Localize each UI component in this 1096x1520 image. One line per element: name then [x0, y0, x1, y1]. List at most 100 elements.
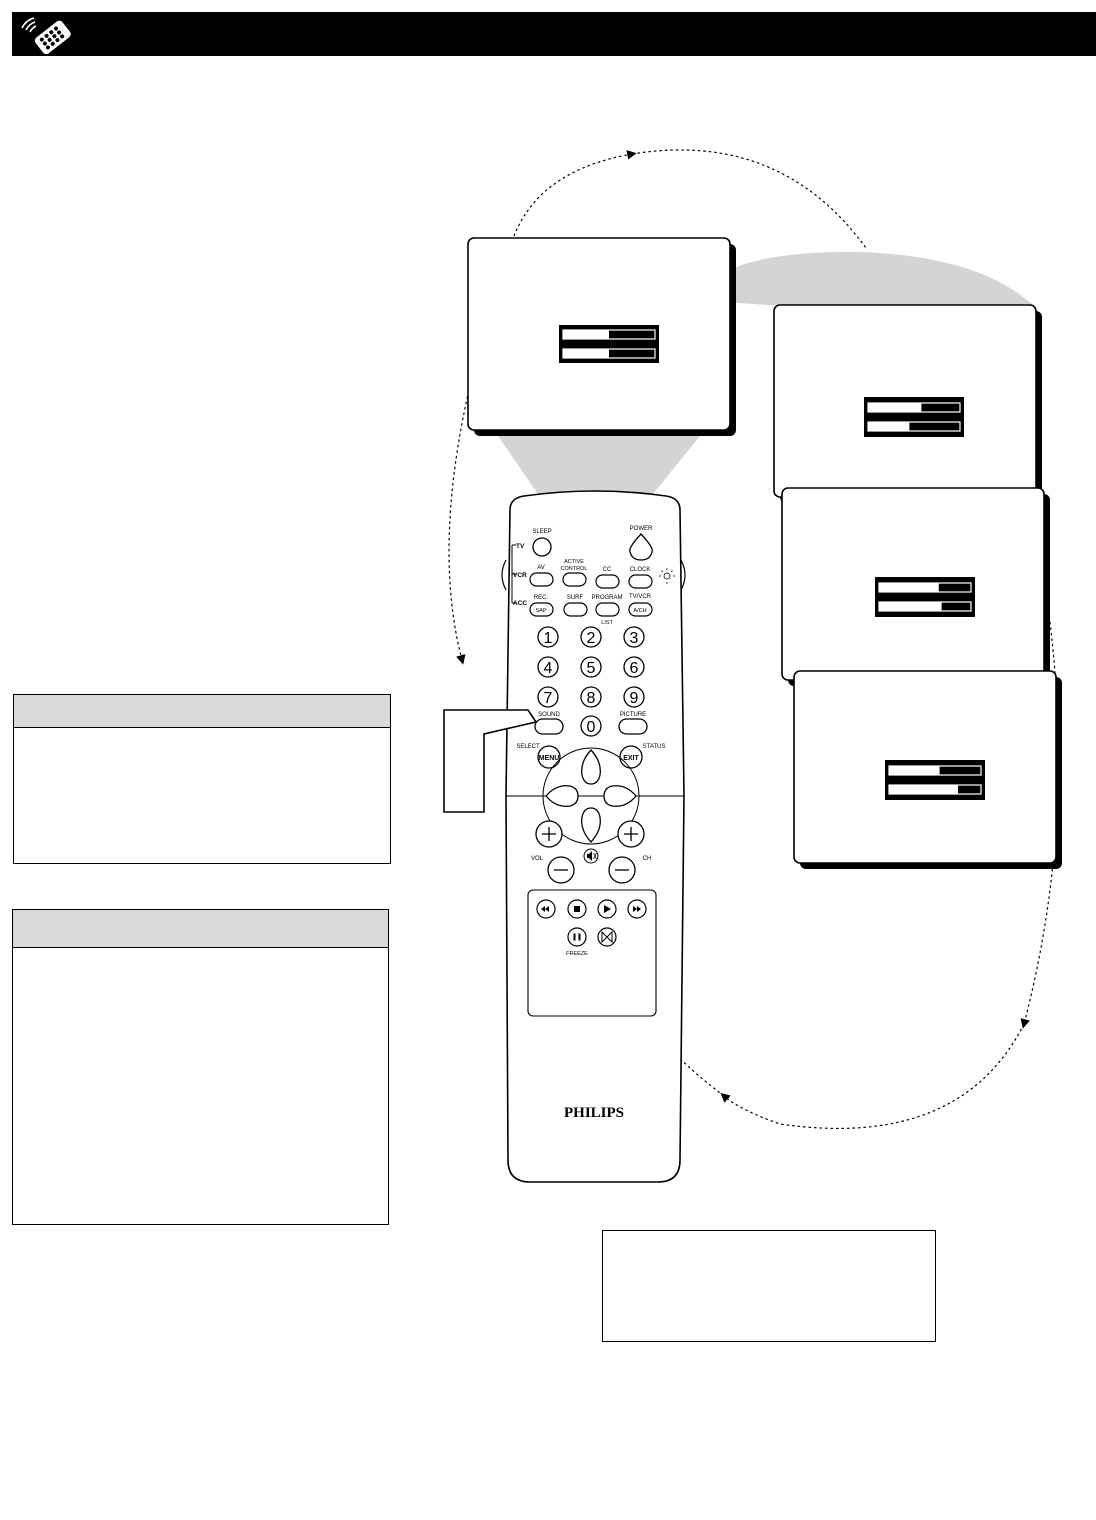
cycle-arrow-bottom [720, 1023, 1025, 1130]
surf-button[interactable] [563, 602, 588, 617]
active-control-label-2: CONTROL [561, 566, 588, 572]
fast-forward-icon [633, 906, 641, 912]
nav-ring [542, 747, 640, 845]
osd-screen-3 [781, 487, 1050, 686]
osd-bar-2-fill [879, 602, 942, 611]
digit-1-button[interactable] [537, 626, 559, 648]
osd-bar-2-fill [868, 422, 910, 431]
osd-bar-1-fill [563, 330, 609, 339]
pause-freeze-button[interactable] [567, 927, 587, 947]
digit-7-label: 7 [544, 690, 553, 707]
info-box-2-header [13, 910, 388, 948]
digit-8-button[interactable] [580, 686, 602, 708]
rewind-button[interactable] [536, 899, 556, 919]
picture-button[interactable] [618, 718, 648, 735]
digit-0-label: 0 [587, 719, 596, 736]
brand-logo: PHILIPS [564, 1105, 624, 1121]
projection-beam [498, 436, 700, 500]
clock-button[interactable] [628, 574, 653, 589]
sound-label: SOUND [538, 712, 560, 718]
av-label: AV [537, 565, 545, 571]
picture-label: PICTURE [620, 712, 646, 718]
power-label: POWER [630, 526, 653, 532]
digit-2-label: 2 [587, 630, 596, 647]
remote-control: TV VCR ACC SLEEP POWER AV ACTIVE CONTROL… [501, 490, 686, 1183]
active-control-button[interactable] [562, 572, 587, 587]
digit-6-label: 6 [630, 660, 639, 677]
select-label: SELECT [516, 744, 540, 750]
mute-icon[interactable] [583, 848, 599, 864]
status-label: STATUS [643, 744, 666, 750]
cc-label: CC [603, 567, 612, 573]
av-button[interactable] [529, 572, 554, 587]
digit-2-button[interactable] [580, 626, 602, 648]
digit-0-button[interactable] [580, 715, 602, 737]
sap-label: SAP [535, 608, 546, 614]
sound-button[interactable] [534, 718, 564, 735]
digit-1-label: 1 [544, 630, 553, 647]
menu-button[interactable] [537, 745, 561, 769]
osd-screen-2 [773, 304, 1042, 503]
program-label: PROGRAM [591, 595, 622, 601]
clock-label: CLOCK [630, 567, 651, 573]
sap-button[interactable] [529, 602, 554, 617]
digit-8-label: 8 [587, 690, 596, 707]
mode-label-vcr: VCR [513, 572, 527, 579]
digit-3-label: 3 [630, 630, 639, 647]
cursor-right-button[interactable] [603, 785, 637, 807]
cursor-up-button[interactable] [581, 749, 601, 785]
digit-4-button[interactable] [537, 656, 559, 678]
digit-9-label: 9 [630, 690, 639, 707]
light-icon [659, 568, 675, 584]
menu-label: MENU [539, 755, 560, 762]
info-box-1-header [14, 695, 390, 728]
active-control-label-1: ACTIVE [564, 559, 584, 565]
sleep-label: SLEEP [532, 529, 551, 535]
digit-7-button[interactable] [537, 686, 559, 708]
digit-6-button[interactable] [623, 656, 645, 678]
osd-bar-2-fill [889, 785, 958, 794]
fast-forward-button[interactable] [627, 899, 647, 919]
digit-5-label: 5 [587, 660, 596, 677]
note-box [602, 1230, 936, 1342]
stop-button[interactable] [567, 899, 587, 919]
number-pad: 1 2 3 4 5 6 7 8 9 0 [537, 626, 645, 737]
program-list-button[interactable] [595, 602, 620, 617]
osd-screen-1 [467, 237, 736, 436]
record-icon [601, 930, 613, 944]
cursor-down-button[interactable] [581, 807, 601, 843]
sleep-button[interactable] [532, 537, 552, 557]
info-box-1 [13, 694, 391, 864]
digit-3-button[interactable] [623, 626, 645, 648]
record-button[interactable] [597, 927, 617, 947]
power-button[interactable] [629, 533, 653, 561]
cycle-arrow-top [513, 150, 637, 237]
list-label: LIST [601, 620, 613, 626]
cc-button[interactable] [595, 574, 620, 589]
digit-5-button[interactable] [580, 656, 602, 678]
mode-label-acc: ACC [513, 600, 527, 607]
rewind-icon [541, 906, 549, 912]
rec-label: REC. [534, 595, 549, 601]
digit-9-button[interactable] [623, 686, 645, 708]
vcr-panel [527, 889, 657, 1017]
surf-label: SURF [567, 595, 584, 601]
exit-label: EXIT [623, 755, 639, 762]
info-box-2 [12, 909, 389, 1225]
osd-bar-1-fill [889, 766, 940, 775]
osd-bar-1-fill [879, 583, 939, 592]
ch-label: CH [643, 856, 652, 862]
osd-screen-4 [793, 670, 1062, 869]
digit-4-label: 4 [544, 660, 553, 677]
play-icon [604, 905, 611, 913]
freeze-label: FREEZE [566, 951, 588, 957]
tvvcr-label: TV/VCR [629, 594, 652, 600]
cursor-left-button[interactable] [545, 785, 579, 807]
play-button[interactable] [597, 899, 617, 919]
ach-button[interactable] [628, 602, 653, 617]
stop-icon [574, 906, 580, 912]
pause-icon [573, 933, 581, 941]
mode-label-tv: TV [516, 543, 525, 550]
osd-bar-2-fill [563, 349, 609, 358]
